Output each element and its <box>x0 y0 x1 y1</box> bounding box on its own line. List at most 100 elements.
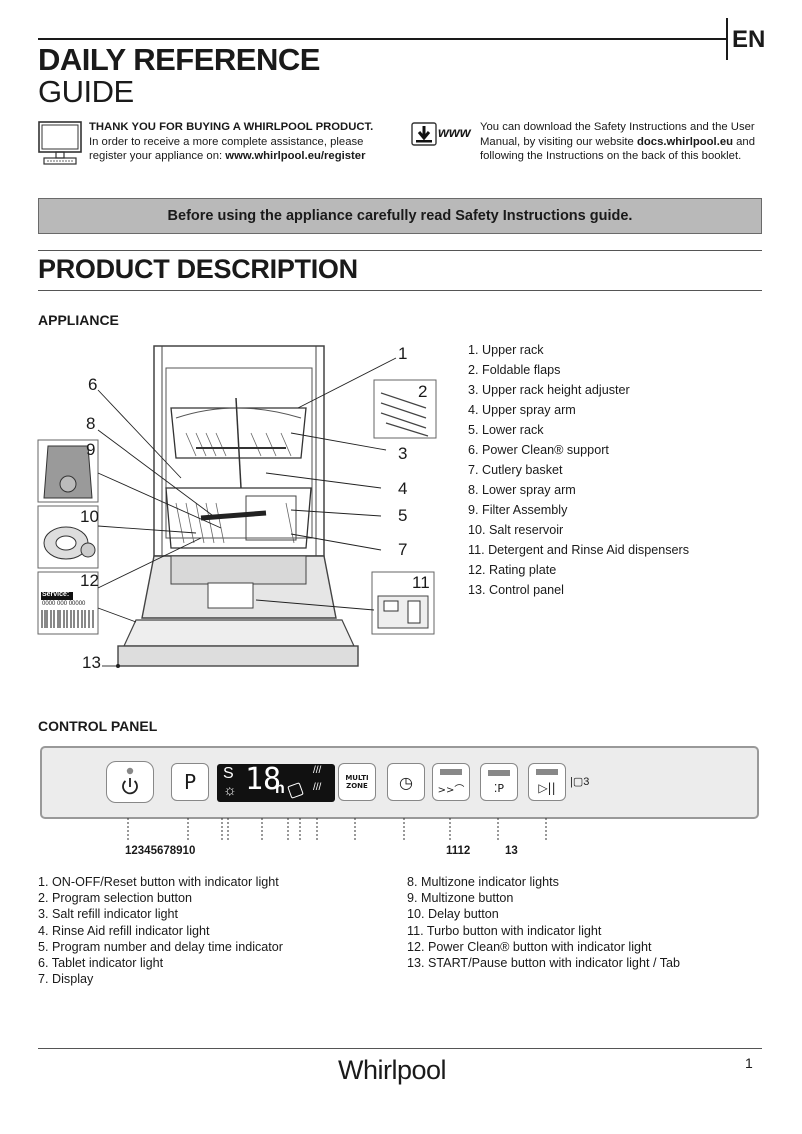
callout-11: 11 <box>412 573 430 592</box>
intro-line3: register your appliance on: www.whirlpoo… <box>89 149 399 164</box>
docs-link[interactable]: docs.whirlpool.eu <box>636 135 734 148</box>
power-clean-button: ⁚P <box>480 763 518 801</box>
control-panel-heading: CONTROL PANEL <box>38 718 158 734</box>
callout-10: 10 <box>80 507 99 526</box>
turbo-button: >>⌒ <box>432 763 470 801</box>
register-link[interactable]: www.whirlpool.eu/register <box>225 150 366 162</box>
callout-12: 12 <box>80 571 99 590</box>
safety-banner: Before using the appliance carefully rea… <box>38 198 762 234</box>
rinse-aid-icon: ☼ <box>223 782 237 799</box>
list-item: 2. Foldable flaps <box>468 363 561 377</box>
footer-rule <box>38 1048 762 1049</box>
tablet-icon <box>287 782 304 799</box>
list-item: 3. Salt refill indicator light <box>38 907 178 922</box>
download-line2: Manual, by visiting our website docs.whi… <box>480 135 770 150</box>
download-icon <box>411 122 441 152</box>
monitor-icon <box>38 120 82 172</box>
control-callout-13: 13 <box>505 845 518 857</box>
list-item: 13. START/Pause button with indicator li… <box>407 955 681 970</box>
program-button: P <box>171 763 209 801</box>
power-clean-icon: ⁚P <box>493 781 505 795</box>
list-item: 12. Rating plate <box>468 563 557 577</box>
callout-9: 9 <box>86 440 96 459</box>
section-rule-top <box>38 250 762 251</box>
list-item: 2. Program selection button <box>38 891 193 906</box>
callout-1: 1 <box>398 344 408 363</box>
control-list-right: 8. Multizone indicator lights 9. Multizo… <box>407 874 680 971</box>
list-item: 4. Rinse Aid refill indicator light <box>38 923 210 938</box>
intro-right: You can download the Safety Instructions… <box>480 120 770 164</box>
callout-6: 6 <box>88 375 98 394</box>
list-item: 4. Upper spray arm <box>468 403 576 417</box>
language-code: EN <box>732 26 766 53</box>
intro-thanks: THANK YOU FOR BUYING A WHIRLPOOL PRODUCT… <box>89 121 374 133</box>
list-item: 1. ON-OFF/Reset button with indicator li… <box>38 875 279 889</box>
list-item: 7. Display <box>38 972 94 987</box>
rating-service-label: Service: <box>42 591 70 598</box>
download-text: Manual, by visiting our website <box>480 135 637 148</box>
list-item: 10. Delay button <box>407 907 499 922</box>
callout-4: 4 <box>398 479 408 498</box>
list-item: 3. Upper rack height adjuster <box>468 383 630 397</box>
list-item: 8. Multizone indicator lights <box>407 875 559 889</box>
control-callouts-11-12: 1112 <box>446 845 471 857</box>
control-panel-illustration: P S ☼ 18 h /// /// MULTI ZONE ◷ >>⌒ ⁚P ▷… <box>40 746 759 819</box>
appliance-parts-list: 1. Upper rack 2. Foldable flaps 3. Upper… <box>468 340 689 600</box>
display-unit: h <box>275 780 285 797</box>
callout-5: 5 <box>398 506 408 525</box>
display-digits: 18 <box>245 762 282 797</box>
page-title-line1: DAILY REFERENCE <box>38 42 320 77</box>
rating-code: 0000 000 00000 <box>42 601 86 607</box>
whirlpool-logo: Whirlpool <box>338 1055 447 1085</box>
intro-register-text: register your appliance on: <box>89 150 226 162</box>
callout-13: 13 <box>82 653 101 672</box>
power-button <box>106 761 154 803</box>
tab-icon: |▢3 <box>570 776 590 788</box>
list-item: 11. Turbo button with indicator light <box>407 923 602 938</box>
start-indicator <box>536 769 558 775</box>
callout-8: 8 <box>86 414 96 433</box>
control-callout-lines <box>40 818 560 848</box>
list-item: 5. Program number and delay time indicat… <box>38 939 284 954</box>
section-rule-bottom <box>38 290 762 291</box>
section-title: PRODUCT DESCRIPTION <box>38 254 358 284</box>
header-rule <box>38 38 726 40</box>
multizone-button: MULTI ZONE <box>338 763 376 801</box>
zone-top-icon: /// <box>313 765 322 776</box>
multizone-label-2: ZONE <box>346 782 368 790</box>
control-callouts-1-10: 12345678910 <box>125 845 196 857</box>
multizone-label-1: MULTI <box>345 774 369 782</box>
list-item: 1. Upper rack <box>468 343 544 357</box>
turbo-icon: >>⌒ <box>437 784 465 796</box>
download-line3: following the Instructions on the back o… <box>480 150 742 162</box>
start-pause-button: ▷|| <box>528 763 566 801</box>
intro-line2: In order to receive a more complete assi… <box>89 135 364 148</box>
callout-3: 3 <box>398 444 408 463</box>
list-item: 7. Cutlery basket <box>468 463 563 477</box>
list-item: 10. Salt reservoir <box>468 523 564 537</box>
list-item: 8. Lower spray arm <box>468 483 576 497</box>
power-clean-indicator <box>488 769 510 776</box>
dishwasher-illustration <box>36 338 446 682</box>
delay-icon: ◷ <box>387 763 425 801</box>
control-list-left: 1. ON-OFF/Reset button with indicator li… <box>38 874 283 987</box>
list-item: 12. Power Clean® button with indicator l… <box>407 939 652 954</box>
download-and: and <box>733 135 756 148</box>
callout-7: 7 <box>398 540 408 559</box>
language-divider <box>726 18 728 60</box>
callout-2: 2 <box>418 382 428 401</box>
intro-left: THANK YOU FOR BUYING A WHIRLPOOL PRODUCT… <box>89 120 399 164</box>
turbo-indicator <box>440 768 462 775</box>
list-item: 9. Filter Assembly <box>468 503 568 517</box>
zone-bottom-icon: /// <box>313 782 322 793</box>
list-item: 5. Lower rack <box>468 423 544 437</box>
appliance-heading: APPLIANCE <box>38 312 119 328</box>
list-item: 11. Detergent and Rinse Aid dispensers <box>468 543 689 557</box>
download-line1: You can download the Safety Instructions… <box>480 121 755 133</box>
display-screen: S ☼ 18 h /// /// <box>217 762 335 802</box>
salt-icon: S <box>223 765 234 782</box>
list-item: 6. Power Clean® support <box>468 443 609 457</box>
page-title-line2: GUIDE <box>38 74 134 109</box>
list-item: 9. Multizone button <box>407 891 514 906</box>
list-item: 6. Tablet indicator light <box>38 955 164 970</box>
